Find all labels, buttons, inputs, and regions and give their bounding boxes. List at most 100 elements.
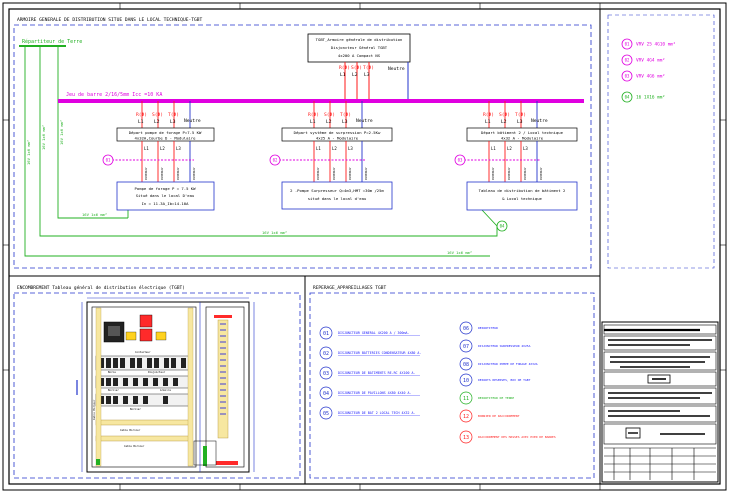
tgbt-box bbox=[307, 33, 411, 63]
svg-text:T(Φ): T(Φ) bbox=[363, 65, 374, 71]
svg-text:L1: L1 bbox=[485, 119, 491, 125]
earth-label-feeder-3: 16V 1x6 mm² bbox=[447, 250, 472, 255]
side-earth-label-3: 16V 1x6 mm² bbox=[59, 120, 64, 145]
svg-text:Neutre: Neutre bbox=[388, 66, 405, 72]
svg-text:04: 04 bbox=[625, 95, 630, 100]
svg-text:DISJONCTEUR DE BATIMENTS RE-RC: DISJONCTEUR DE BATIMENTS RE-RC 4X100 A. bbox=[338, 371, 415, 375]
svg-text:04: 04 bbox=[323, 391, 329, 397]
earth-repartiteur-label: Répartiteur de Terre bbox=[22, 38, 82, 45]
svg-text:Neutre: Neutre bbox=[184, 118, 201, 124]
svg-text:U1000R2V: U1000R2V bbox=[539, 167, 543, 180]
feeder-3-busbar-drops bbox=[488, 101, 538, 128]
svg-text:Cable Bornier: Cable Bornier bbox=[120, 428, 141, 432]
feeder-1-load-line-2: Situé dans le local D'eau bbox=[136, 193, 195, 198]
feeder-2-busbar-drops bbox=[313, 101, 363, 128]
feeder-3-load-line-1: Tableau de distribution de bâtiment 2 bbox=[479, 188, 566, 193]
feeder-1-depart-line-1: Départ pompe de forage P=7.5 KW bbox=[129, 130, 202, 135]
svg-text:T(Φ): T(Φ) bbox=[168, 112, 179, 118]
main-title: ARMOIRE GENERALE DE DISTRIBUTION SITUE D… bbox=[17, 17, 203, 23]
feeder-2-marker bbox=[269, 154, 281, 166]
svg-text:01: 01 bbox=[625, 42, 630, 47]
svg-text:T(Φ): T(Φ) bbox=[515, 112, 526, 118]
svg-text:L2: L2 bbox=[501, 119, 507, 125]
frame-ticks bbox=[3, 3, 726, 490]
tgbt-line-3: 4x200 A Compact NS bbox=[338, 53, 381, 58]
svg-text:Disjoncteur: Disjoncteur bbox=[148, 370, 166, 374]
svg-text:L3: L3 bbox=[348, 146, 353, 151]
svg-text:05: 05 bbox=[323, 411, 329, 417]
tgbt-line-2: Disjoncteur Général TGBT bbox=[331, 45, 388, 50]
repere-right-items: 06 REPARTITEUR 07 DISJONCTEUR SURPRESSEU… bbox=[459, 321, 556, 444]
svg-text:VRV 25 4G10 mm²: VRV 25 4G10 mm² bbox=[636, 42, 676, 48]
svg-text:16 1X16 mm²: 16 1X16 mm² bbox=[636, 95, 665, 101]
schematic-panel-border bbox=[13, 24, 592, 269]
svg-text:08: 08 bbox=[463, 362, 469, 368]
encombrement-panel bbox=[13, 292, 301, 479]
terminal-strip bbox=[217, 319, 229, 439]
cabinet-drawing bbox=[76, 297, 255, 473]
svg-text:L3: L3 bbox=[170, 119, 176, 125]
repere-left-items: 01 DISJONCTEUR GENERAL 4X200 A / 300mA. … bbox=[319, 326, 421, 420]
feeder-2-depart-line-2: 4x25 A - Modulaire bbox=[316, 136, 359, 141]
side-earth-label-1: 16V 1x6 mm² bbox=[26, 140, 31, 165]
repere-title: REPERAGE_APPAREILLAGES TGBT bbox=[313, 285, 386, 291]
svg-text:U1000R2V: U1000R2V bbox=[332, 167, 336, 180]
svg-text:U1000R2V: U1000R2V bbox=[160, 167, 164, 180]
feeder-1-busbar-drops bbox=[141, 101, 191, 128]
feeder-1-cables bbox=[112, 141, 194, 182]
feeder-2-load-box bbox=[281, 181, 393, 210]
feeder-2-depart-box bbox=[281, 127, 393, 142]
svg-text:L1: L1 bbox=[310, 119, 316, 125]
svg-text:L1: L1 bbox=[340, 72, 346, 78]
svg-text:13: 13 bbox=[463, 435, 469, 441]
svg-text:02: 02 bbox=[625, 58, 630, 63]
svg-text:L1: L1 bbox=[316, 146, 321, 151]
svg-text:R(Φ): R(Φ) bbox=[136, 112, 147, 118]
svg-text:L1: L1 bbox=[491, 146, 496, 151]
svg-text:01: 01 bbox=[323, 331, 329, 337]
svg-text:10: 10 bbox=[463, 378, 469, 384]
feeder-3: R(Φ) S(Φ) T(Φ) L1 L2 L3 Neutre Départ bâ… bbox=[454, 101, 578, 211]
svg-text:U1000R2V: U1000R2V bbox=[523, 167, 527, 180]
svg-text:Armoire: Armoire bbox=[160, 388, 171, 392]
svg-text:U1000R2V: U1000R2V bbox=[348, 167, 352, 180]
svg-text:L2: L2 bbox=[326, 119, 332, 125]
svg-text:Borne: Borne bbox=[108, 370, 116, 374]
svg-text:DISJONCTEUR BATTERIES CONDENSA: DISJONCTEUR BATTERIES CONDENSATEUR 4X80 … bbox=[338, 351, 421, 355]
earth-conductors bbox=[24, 46, 498, 257]
feeder-3-load-line-2: & Local technique bbox=[502, 196, 542, 201]
encombrement-title: ENCOMBREMENT Tableau général de distribu… bbox=[17, 284, 185, 291]
feeder-2-cables bbox=[279, 141, 366, 182]
svg-text:U1000R2V: U1000R2V bbox=[507, 167, 511, 180]
cabinet-labels: Contacteur Borne Disjoncteur Bornier Cab… bbox=[92, 350, 171, 448]
modular-row-3 bbox=[95, 393, 193, 407]
feeder-3-load-box bbox=[466, 181, 578, 211]
svg-text:02: 02 bbox=[323, 351, 329, 357]
tgbt-phase-labels: R(Φ) S(Φ) T(Φ) L1 L2 L3 Neutre bbox=[339, 65, 405, 78]
svg-text:T(Φ): T(Φ) bbox=[340, 112, 351, 118]
svg-text:R(Φ): R(Φ) bbox=[483, 112, 494, 118]
tgbt-line-1: TGBT_Armoire générale de distribution bbox=[316, 37, 403, 42]
feeder-2-load-line-1: 2 .Pompe Surpresseur Q=4m3,HMT =30m /25m bbox=[290, 188, 384, 193]
feeder-1-load-line-1: Pompe de forage P = 7.5 KW bbox=[135, 186, 197, 191]
svg-text:Cable Bornier: Cable Bornier bbox=[124, 444, 145, 448]
svg-text:DISJONCTEUR SURPRESSEUR 4X25A: DISJONCTEUR SURPRESSEUR 4X25A bbox=[478, 344, 531, 348]
feeder-3-depart-line-1: Départ bâtiment 2 / Local technique bbox=[481, 130, 564, 135]
feeder-3-cables bbox=[464, 141, 541, 182]
svg-text:Neutre: Neutre bbox=[531, 118, 548, 124]
svg-text:12: 12 bbox=[463, 414, 469, 420]
svg-text:S(Φ): S(Φ) bbox=[324, 112, 335, 118]
svg-text:DISJONCTEUR GENERAL 4X200 A /: DISJONCTEUR GENERAL 4X200 A / 300mA. bbox=[338, 331, 409, 335]
earth-marker-04 bbox=[496, 220, 508, 232]
feeder-1-load-line-3: In = 11.3A_Ib=14.10A bbox=[142, 201, 190, 206]
feeder-1-load-box bbox=[116, 181, 215, 211]
svg-text:L2: L2 bbox=[160, 146, 165, 151]
modular-row-1 bbox=[95, 355, 193, 371]
svg-text:L1: L1 bbox=[144, 146, 149, 151]
svg-text:BORNIER DE RACCORDEMENT: BORNIER DE RACCORDEMENT bbox=[478, 414, 520, 418]
svg-text:DISJONCTEUR DE BAT 2 LOCAL TEC: DISJONCTEUR DE BAT 2 LOCAL TECH 4X32 A. bbox=[338, 411, 415, 415]
svg-text:L2: L2 bbox=[507, 146, 512, 151]
svg-text:L3: L3 bbox=[364, 72, 370, 78]
